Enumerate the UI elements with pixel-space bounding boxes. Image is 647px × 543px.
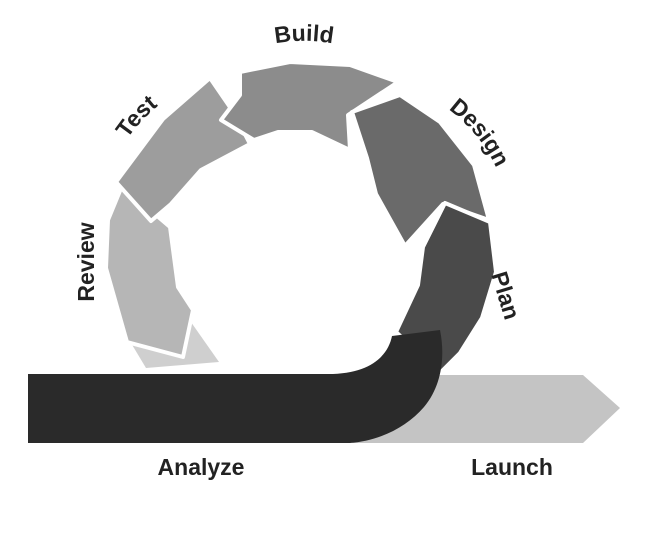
- stage-label-plan: Plan: [486, 268, 525, 322]
- stage-label-build: Build: [273, 20, 336, 49]
- plan-segment: [394, 201, 498, 375]
- design-segment: [350, 93, 491, 248]
- stage-label-launch: Launch: [471, 454, 553, 480]
- analyze-arrow: [28, 330, 443, 443]
- stage-label-analyze: Analyze: [158, 454, 245, 480]
- stage-label-review: Review: [73, 222, 99, 301]
- review-segment: [104, 184, 195, 359]
- build-segment: [219, 60, 400, 152]
